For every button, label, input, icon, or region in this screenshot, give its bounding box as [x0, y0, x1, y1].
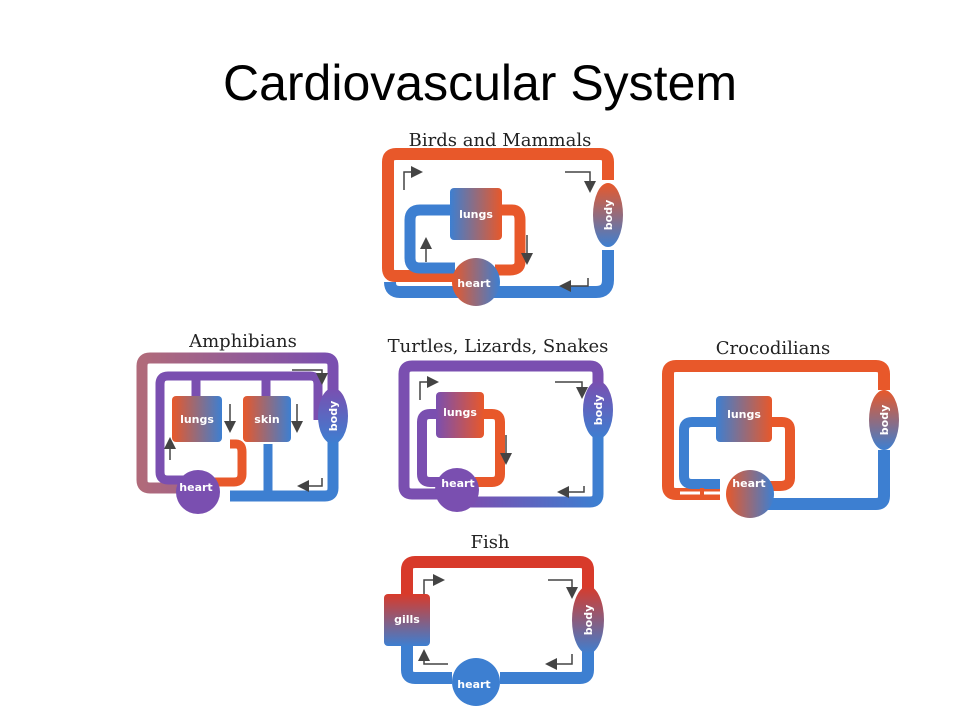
body-label: body	[327, 401, 340, 431]
body-label: body	[592, 395, 605, 425]
lungs-box	[172, 396, 222, 442]
body-organ	[869, 390, 899, 450]
body-label: body	[582, 605, 595, 635]
lungs-label: lungs	[443, 406, 477, 419]
panel-title-reptiles: Turtles, Lizards, Snakes	[388, 336, 609, 357]
heart-label: heart	[457, 277, 490, 290]
body-organ	[572, 586, 604, 654]
gills-box	[384, 594, 430, 646]
heart-organ	[452, 658, 500, 706]
gills-label: gills	[394, 613, 420, 626]
panel-reptiles: Turtles, Lizards, Snakes lungs heart bod…	[388, 336, 613, 512]
heart-organ	[435, 468, 479, 512]
heart-label: heart	[732, 477, 765, 490]
slide-title: Cardiovascular System	[222, 55, 738, 111]
body-organ	[583, 381, 613, 439]
skin-box	[243, 396, 291, 442]
body-label: body	[878, 405, 891, 435]
panel-amphibians: Amphibians lungs skin heart body	[136, 331, 348, 514]
lungs-box	[450, 188, 502, 240]
panel-title-amphibians: Amphibians	[188, 331, 297, 352]
panel-title-birds: Birds and Mammals	[409, 130, 592, 151]
panel-birds-mammals: Birds and Mammals lungs heart body	[382, 130, 623, 306]
lungs-label: lungs	[727, 408, 761, 421]
panel-title-fish: Fish	[470, 532, 509, 553]
heart-organ	[452, 258, 500, 306]
heart-organ	[726, 470, 774, 518]
body-organ	[593, 183, 623, 247]
lungs-box	[436, 392, 484, 438]
body-label: body	[602, 200, 615, 230]
heart-label: heart	[441, 477, 474, 490]
panel-fish: Fish gills heart body	[384, 532, 604, 706]
lungs-label: lungs	[459, 208, 493, 221]
body-organ	[318, 388, 348, 444]
panel-crocodilians: Crocodilians lungs heart body	[662, 338, 899, 518]
heart-label: heart	[457, 678, 490, 691]
heart-organ	[176, 470, 220, 514]
heart-label: heart	[179, 481, 212, 494]
panel-title-crocodilians: Crocodilians	[716, 338, 831, 359]
skin-label: skin	[254, 413, 279, 426]
lungs-label: lungs	[180, 413, 214, 426]
lungs-box	[716, 396, 772, 442]
